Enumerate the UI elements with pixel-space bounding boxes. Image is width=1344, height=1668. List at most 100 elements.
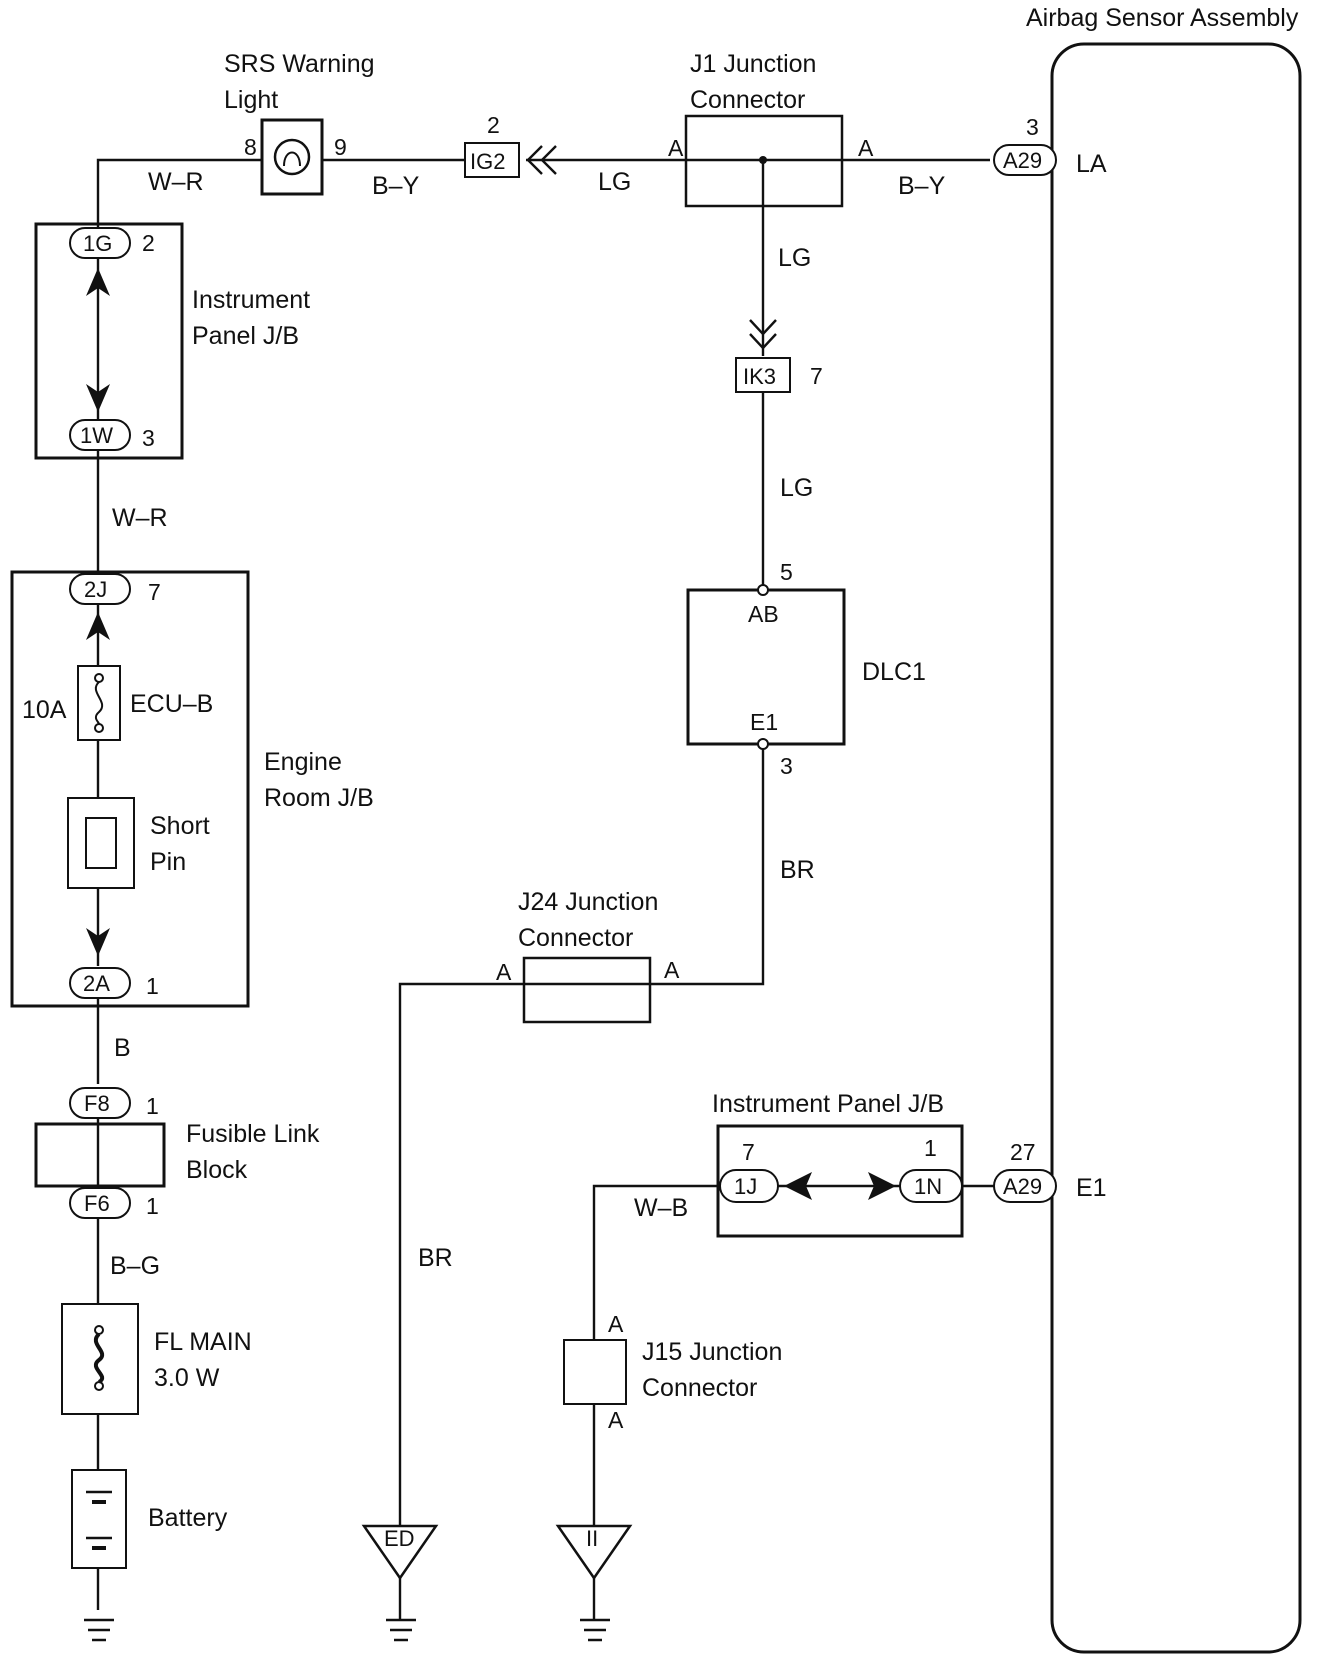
terminal-icon	[757, 584, 769, 596]
pin-1n-1: 1	[924, 1135, 937, 1161]
j24-label-1: J24 Junction	[518, 888, 658, 916]
connector-1w-label: 1W	[80, 423, 113, 448]
connector-1n	[899, 1169, 963, 1203]
wire-label-w-b: W–B	[634, 1194, 688, 1222]
pin-j15-a-bot: A	[608, 1407, 624, 1433]
pin-a29-3: 3	[1026, 114, 1039, 140]
wire-label-lg-down1: LG	[778, 244, 811, 272]
pin-j24-a-left: A	[496, 959, 512, 985]
wire-label-br-left: BR	[418, 1244, 453, 1272]
terminal-e1: E1	[1076, 1174, 1107, 1202]
pin-2j-7: 7	[148, 579, 161, 605]
ground-point-ii	[555, 1524, 633, 1581]
connector-a29-bottom	[993, 1169, 1057, 1203]
male-terminal-icon	[784, 1172, 812, 1200]
male-terminal-icon	[86, 612, 110, 640]
ip-jb-bottom-label: Instrument Panel J/B	[712, 1090, 944, 1118]
fusible-link-block	[34, 1122, 166, 1188]
pin-j1-a-left: A	[668, 135, 684, 161]
battery	[71, 1469, 127, 1569]
terminal-icon	[94, 723, 104, 733]
connector-f6	[69, 1187, 131, 1219]
j1-label-1: J1 Junction	[690, 50, 816, 78]
wire-label-b-y-srs: B–Y	[372, 172, 420, 200]
terminal-icon	[757, 738, 769, 750]
ground-point-ed	[361, 1524, 439, 1581]
dlc1-ab-label: AB	[748, 601, 779, 627]
wire-br-left	[398, 982, 516, 1526]
airbag-sensor-box	[1050, 42, 1302, 1654]
pin-ik3-7: 7	[810, 363, 823, 389]
connector-a29-bottom-label: A29	[1003, 1174, 1042, 1199]
wire-label-b-g: B–G	[110, 1252, 160, 1280]
j15-label-1: J15 Junction	[642, 1338, 782, 1366]
wire-label-br-right: BR	[780, 856, 815, 884]
fusible-label-2: Block	[186, 1156, 248, 1184]
wire-w-b	[592, 1184, 736, 1526]
wire-label-lg-down2: LG	[780, 474, 813, 502]
fl-main-label-2: 3.0 W	[154, 1364, 220, 1392]
srs-light-label-1: SRS Warning	[224, 50, 375, 78]
dlc1-connector	[686, 588, 846, 746]
j15-label-2: Connector	[642, 1374, 757, 1402]
female-terminal-icon	[749, 319, 777, 350]
j15-junction-connector	[563, 1339, 627, 1405]
pin-srs-9: 9	[334, 134, 347, 160]
j24-label-2: Connector	[518, 924, 633, 952]
dlc1-e1-label: E1	[750, 709, 778, 735]
ground-icon	[84, 1618, 114, 1642]
connector-a29-top	[993, 144, 1057, 176]
pin-1g-2: 2	[142, 230, 155, 256]
terminal-icon	[94, 673, 104, 683]
pin-dlc-5: 5	[780, 559, 793, 585]
pin-1w-3: 3	[142, 425, 155, 451]
connector-ik3-label: IK3	[743, 364, 776, 389]
connector-2j-label: 2J	[84, 577, 107, 602]
ip-jb-label-1: Instrument	[192, 286, 310, 314]
female-terminal-icon	[526, 145, 557, 175]
connector-f8	[69, 1087, 131, 1119]
pin-j1-a-right: A	[858, 135, 874, 161]
short-pin-label-2: Pin	[150, 848, 186, 876]
connector-1g-label: 1G	[83, 231, 112, 256]
wire-label-lg-top: LG	[598, 168, 631, 196]
pin-a29-27: 27	[1010, 1139, 1036, 1165]
pin-ig2-2: 2	[487, 112, 500, 138]
engine-room-jb	[10, 570, 250, 1008]
j1-junction-connector	[684, 114, 844, 208]
j1-label-2: Connector	[690, 86, 805, 114]
male-terminal-icon	[86, 928, 110, 956]
short-pin-inner	[85, 817, 117, 869]
pin-1j-7: 7	[742, 1139, 755, 1165]
engine-jb-label-1: Engine	[264, 748, 342, 776]
connector-1j	[719, 1169, 779, 1203]
engine-jb-label-2: Room J/B	[264, 784, 374, 812]
srs-warning-light	[260, 118, 324, 196]
instrument-panel-jb	[34, 222, 184, 460]
terminal-icon	[94, 1325, 104, 1335]
airbag-sensor-label: Airbag Sensor Assembly	[1026, 4, 1299, 32]
connector-ig2	[464, 142, 520, 178]
short-pin-label-1: Short	[150, 812, 210, 840]
pin-f8-1: 1	[146, 1093, 159, 1119]
pin-srs-8: 8	[244, 134, 257, 160]
ip-jb-label-2: Panel J/B	[192, 322, 299, 350]
ecu-b-label: ECU–B	[130, 690, 213, 718]
bulb-icon	[273, 138, 311, 176]
connector-a29-top-label: A29	[1003, 148, 1042, 173]
wire-label-w-r-mid: W–R	[112, 504, 168, 532]
connector-f8-label: F8	[84, 1091, 110, 1116]
pin-dlc-3: 3	[780, 753, 793, 779]
terminal-icon	[94, 1381, 104, 1391]
fuse-amp-label: 10A	[22, 696, 67, 724]
filament-icon	[283, 151, 301, 167]
connector-2j	[69, 573, 131, 605]
pin-2a-1: 1	[146, 973, 159, 999]
wire-w-r-top	[96, 158, 262, 242]
connector-2a-label: 2A	[83, 971, 110, 996]
connector-1n-label: 1N	[914, 1174, 942, 1199]
ground-point-ii-label: II	[586, 1526, 598, 1551]
male-terminal-icon	[86, 268, 110, 296]
